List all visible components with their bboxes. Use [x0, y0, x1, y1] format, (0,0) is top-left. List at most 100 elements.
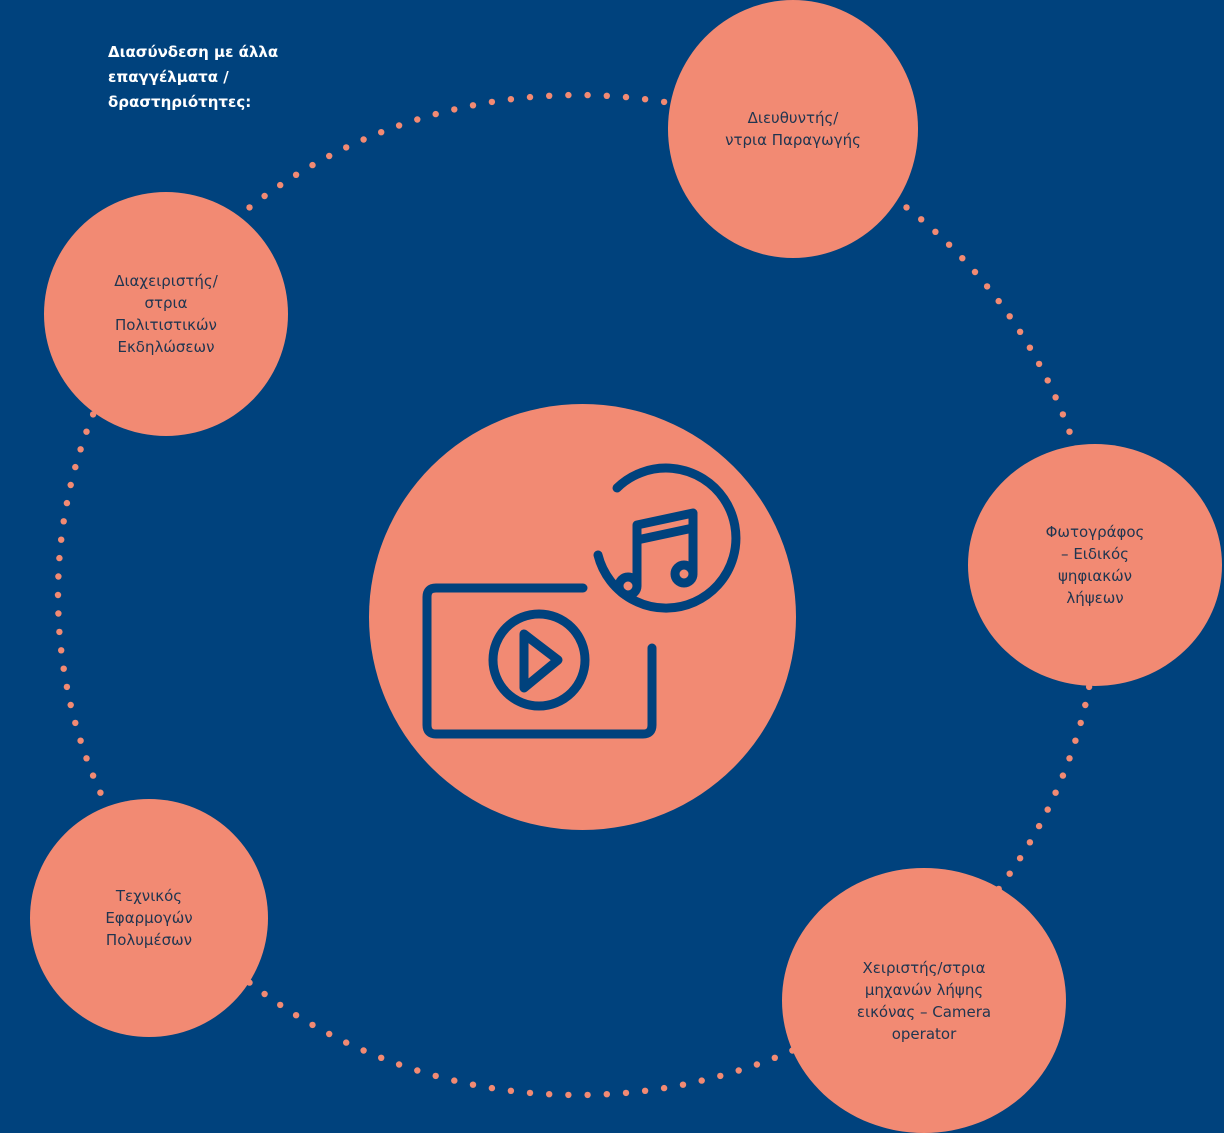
ring-dot — [641, 1087, 649, 1095]
ring-dot — [72, 463, 79, 471]
ring-dot — [309, 1021, 316, 1029]
ring-dot — [526, 1089, 534, 1097]
ring-dot — [72, 719, 79, 727]
ring-dot — [292, 1012, 300, 1019]
node-label: Χειριστής/στρια μηχανών λήψης εικόνας – … — [856, 958, 992, 1043]
ring-dot — [343, 1039, 350, 1046]
ring-dot — [1082, 701, 1089, 709]
ring-dot — [546, 92, 553, 100]
ring-dot — [261, 990, 268, 998]
ring-dot — [1066, 755, 1073, 762]
ring-dot — [1044, 806, 1051, 813]
ring-dot — [89, 772, 97, 779]
ring-dot — [1077, 719, 1084, 727]
ring-dot — [326, 1030, 333, 1038]
ring-dot — [83, 428, 90, 435]
ring-dot — [565, 1091, 572, 1099]
ring-dot — [378, 129, 385, 136]
ring-dot — [603, 92, 610, 100]
ring-dot — [959, 255, 966, 262]
ring-dot — [771, 1054, 778, 1062]
ring-dot — [55, 610, 62, 617]
ring-dot — [1059, 772, 1067, 779]
ring-dot — [1035, 822, 1043, 830]
ring-dot — [660, 1084, 668, 1092]
ring-dot — [54, 591, 62, 599]
ring-dot — [1044, 377, 1051, 384]
ring-dot — [488, 1084, 496, 1092]
ring-dot — [246, 204, 253, 211]
ring-dot — [63, 683, 71, 691]
ring-dot — [55, 573, 62, 580]
ring-dot — [584, 1091, 591, 1099]
ring-dot — [546, 1091, 553, 1098]
node-multimedia-technician: Τεχνικός Εφαρμογών Πολυμέσων — [30, 799, 268, 1037]
ring-dot — [277, 181, 284, 189]
ring-dot — [488, 98, 496, 106]
ring-dot — [622, 93, 630, 101]
ring-dot — [903, 204, 910, 211]
ring-dot — [451, 1077, 458, 1084]
ring-dot — [1016, 328, 1024, 335]
ring-dot — [277, 1001, 284, 1009]
ring-dot — [660, 98, 668, 106]
ring-dot — [1026, 344, 1034, 351]
ring-dot — [432, 110, 439, 118]
ring-dot — [735, 1067, 742, 1074]
ring-dot — [679, 1081, 687, 1088]
ring-dot — [58, 536, 65, 543]
ring-dot — [584, 91, 591, 99]
ring-dot — [343, 144, 350, 151]
node-label: Διευθυντής/ ντρια Παραγωγής — [725, 109, 861, 149]
ring-dot — [1052, 789, 1059, 796]
ring-dot — [971, 268, 979, 276]
ring-dot — [507, 1087, 515, 1095]
node-photographer: Φωτογράφος – Ειδικός ψηφιακών λήψεων — [968, 444, 1222, 686]
ring-dot — [698, 1077, 705, 1084]
ring-dot — [932, 228, 939, 235]
ring-dot — [622, 1089, 630, 1097]
ring-dot — [526, 93, 534, 101]
ring-dot — [56, 554, 63, 562]
node-label: Διαχειριστής/ στρια Πολιτιστικών Εκδηλώσ… — [114, 272, 218, 356]
ring-dot — [395, 122, 403, 129]
ring-dot — [67, 701, 74, 709]
node-production-director: Διευθυντής/ ντρια Παραγωγής — [668, 0, 918, 258]
ring-dot — [77, 737, 84, 744]
ring-dot — [58, 647, 65, 654]
ring-dot — [1026, 839, 1034, 846]
ring-dot — [83, 755, 90, 762]
ring-dot — [945, 241, 953, 248]
ring-dot — [261, 192, 268, 200]
ring-dot — [378, 1054, 385, 1062]
section-heading: Διασύνδεση με άλλα επαγγέλματα / δραστηρ… — [108, 43, 279, 111]
ring-dot — [1006, 313, 1013, 320]
ring-dot — [1072, 737, 1079, 744]
ring-dot — [565, 91, 572, 99]
ring-dot — [432, 1072, 439, 1080]
ring-dot — [414, 1067, 421, 1074]
ring-dot — [451, 106, 458, 113]
ring-dot — [360, 136, 367, 143]
ring-dot — [67, 481, 74, 489]
video-music-icon — [422, 463, 741, 739]
ring-dot — [77, 446, 84, 453]
ring-dot — [60, 518, 67, 525]
ring-dot — [995, 297, 1002, 305]
ring-dot — [292, 171, 300, 178]
center-circle — [369, 404, 796, 830]
ring-dot — [603, 1091, 610, 1098]
ring-dot — [1016, 855, 1024, 862]
ring-dot — [469, 1081, 477, 1088]
ring-dot — [56, 628, 63, 636]
ring-dot — [641, 96, 649, 103]
ring-dot — [983, 283, 991, 290]
ring-dot — [60, 665, 67, 672]
ring-dot — [326, 152, 333, 160]
ring-dot — [1035, 360, 1043, 368]
ring-dot — [1066, 428, 1073, 435]
node-label: Τεχνικός Εφαρμογών Πολυμέσων — [105, 887, 193, 949]
ring-dot — [507, 96, 515, 103]
ring-dot — [63, 499, 71, 507]
ring-dot — [1059, 411, 1067, 418]
